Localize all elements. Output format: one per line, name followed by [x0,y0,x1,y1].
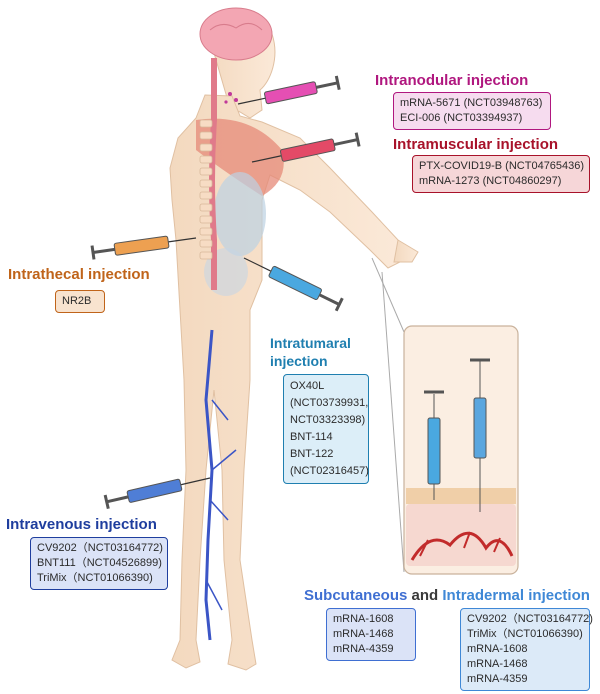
intratumoral-title-line2: injection [270,353,328,369]
subcutaneous-list: mRNA-1608 mRNA-1468 mRNA-4359 [326,608,416,661]
brain [199,7,273,61]
list-item: CV9202（NCT03164772) [467,613,593,625]
list-item: BNT-114 [290,431,333,443]
syringe-intramuscular [251,132,361,163]
list-item: mRNA-1608 [467,643,528,655]
vein-branches [205,399,237,611]
list-item: mRNA-1468 [333,628,394,640]
list-item: mRNA-1608 [333,613,394,625]
intrathecal-title: Intrathecal injection [8,266,150,283]
list-item: mRNA-5671 (NCT03948763) [400,97,543,109]
intranodular-list: mRNA-5671 (NCT03948763) ECI-006 (NCT0339… [393,92,551,130]
subcutaneous-title: Subcutaneous [304,587,408,604]
list-item: NCT03323398) [290,414,366,426]
list-item: BNT111（NCT04526899) [37,557,162,569]
intramuscular-list: PTX-COVID19-B (NCT04765436) mRNA-1273 (N… [412,155,590,193]
list-item: ECI-006 (NCT03394937) [400,112,523,124]
lymph-nodes [224,92,238,104]
list-item: TriMix（NCT01066390) [37,572,153,584]
intradermal-title: Intradermal injection [442,587,590,604]
intrathecal-list: NR2B [55,290,105,313]
syringe-intratumoral [243,257,344,312]
intratumoral-list: OX40L (NCT03739931, NCT03323398) BNT-114… [283,374,369,484]
syringe-intrathecal [90,235,197,260]
intranodular-title: Intranodular injection [375,72,529,89]
list-item: mRNA-1273 (NCT04860297) [419,175,562,187]
vertebrae [199,119,213,260]
list-item: mRNA-1468 [467,658,528,670]
list-item: mRNA-4359 [333,643,394,655]
list-item: BNT-122 [290,448,334,460]
list-item: mRNA-4359 [467,673,528,685]
intramuscular-title: Intramuscular injection [393,136,559,153]
zoom-line-bottom [381,271,405,573]
syringe-intranodular [237,75,341,105]
list-item: NR2B [62,295,92,307]
list-item: TriMix（NCT01066390) [467,628,583,640]
zoom-line-top [371,257,405,333]
title-conjunction: and [407,587,443,604]
deltoid-muscle [196,118,284,196]
intravenous-title: Intravenous injection [6,516,157,533]
spinal-cord [209,58,217,290]
skin-inset [403,325,519,575]
syringe-intravenous [103,477,211,510]
list-item: (NCT03739931, [290,397,369,409]
intratumoral-title: Intratumaral injection [270,334,351,370]
subcutaneous-intradermal-title: Subcutaneous and Intradermal injection [304,587,590,604]
intradermal-list: CV9202（NCT03164772) TriMix（NCT01066390) … [460,608,593,691]
vein-main [204,329,214,641]
list-item: OX40L [290,380,325,392]
brain-fold [209,23,263,31]
list-item: CV9202（NCT03164772) [37,542,163,554]
list-item: PTX-COVID19-B (NCT04765436) [419,160,585,172]
intravenous-list: CV9202（NCT03164772) BNT111（NCT04526899) … [30,537,168,590]
intratumoral-title-line1: Intratumaral [270,335,351,351]
list-item: (NCT02316457) [290,465,369,477]
lung [214,172,266,256]
